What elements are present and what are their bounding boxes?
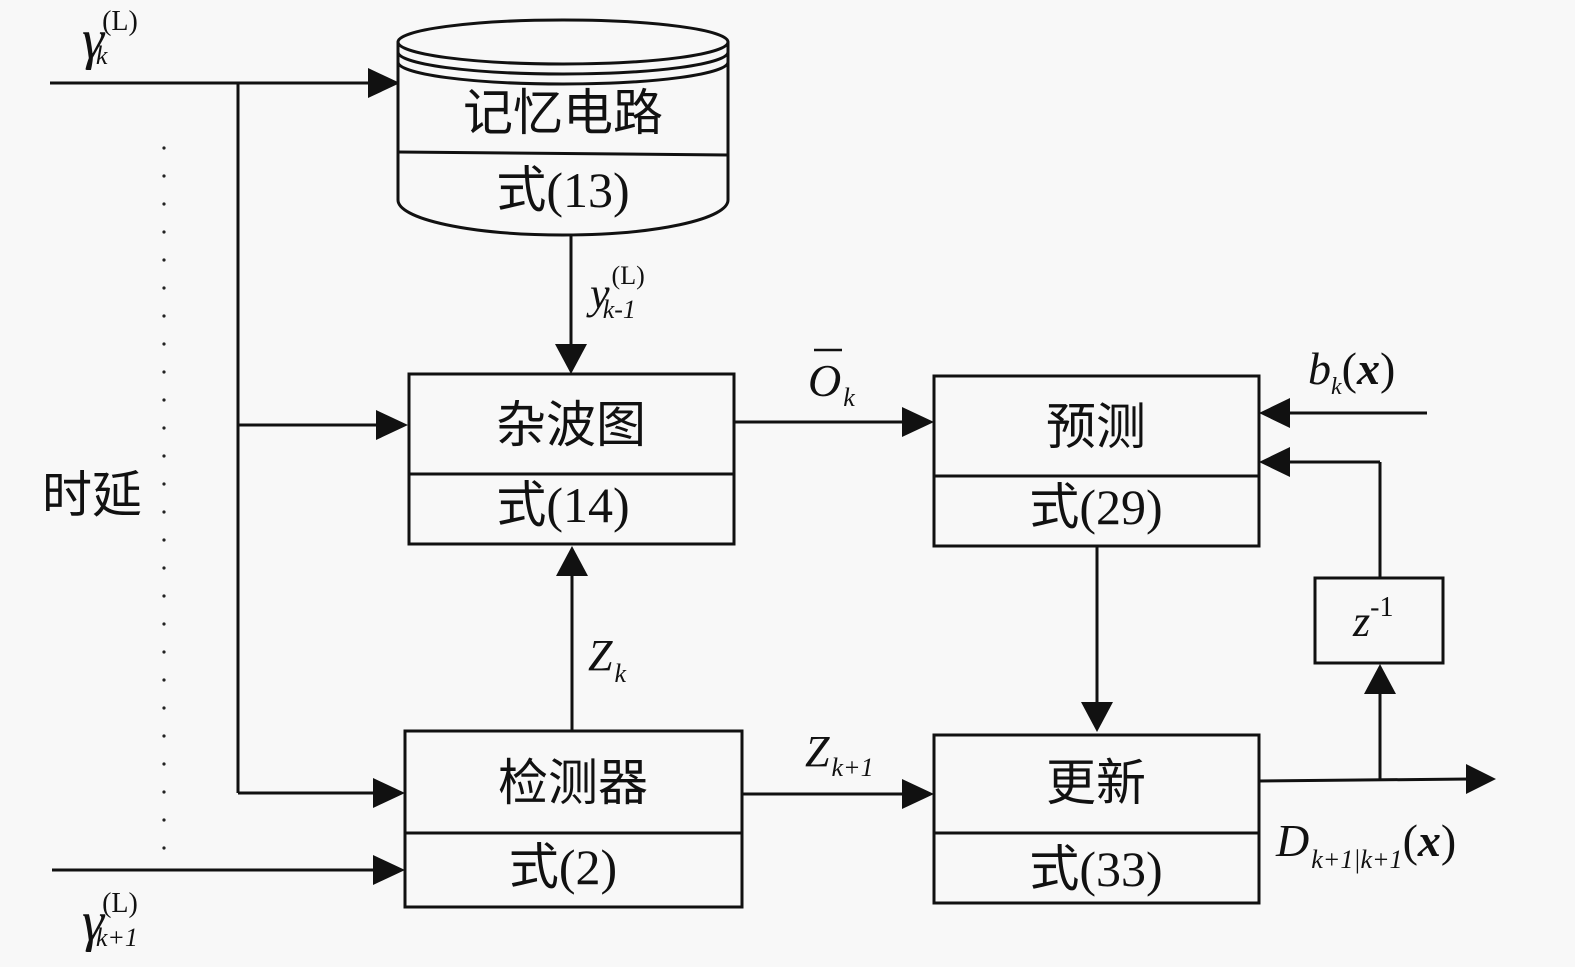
cylinder-ring xyxy=(396,61,730,86)
divider-dot xyxy=(162,426,166,430)
divider-dot xyxy=(162,398,166,402)
divider-dot xyxy=(162,286,166,290)
z-k-label: Zk xyxy=(588,631,626,688)
divider-dot xyxy=(162,202,166,206)
divider-dot xyxy=(162,510,166,514)
arrow-head xyxy=(368,68,400,98)
cylinder-top xyxy=(396,18,730,66)
arrow-head xyxy=(1466,764,1496,794)
arrow-head xyxy=(1259,398,1290,428)
divider-dot xyxy=(162,538,166,542)
gamma-k1-label: γ(L)k+1 xyxy=(82,888,138,953)
divider-dot xyxy=(162,594,166,598)
gamma-k-label: γ(L)k xyxy=(82,6,138,71)
block-frame xyxy=(407,372,736,546)
memory-block-title: 记忆电路 xyxy=(463,84,663,142)
update-block-title: 更新 xyxy=(1046,754,1146,812)
divider-dot xyxy=(162,174,166,178)
arrow-head xyxy=(376,410,408,440)
divider-dot xyxy=(162,818,166,822)
arrow-head xyxy=(1364,664,1396,694)
arrow-head xyxy=(373,778,405,808)
clutter-map-block: 杂波图 式(14) xyxy=(407,372,736,546)
divider-dot xyxy=(162,762,166,766)
divider-dot xyxy=(162,342,166,346)
update-block: 更新 式(33) xyxy=(932,733,1261,905)
predict-block: 预测 式(29) xyxy=(932,374,1261,548)
detector-block-equation: 式(2) xyxy=(509,839,617,895)
z-k1-label: Zk+1 xyxy=(805,727,874,782)
divider-dot xyxy=(162,230,166,234)
arrow-head xyxy=(373,855,405,885)
predict-block-equation: 式(29) xyxy=(1029,479,1162,535)
bk-x-label: bk(x) xyxy=(1308,343,1395,400)
divider-dot xyxy=(162,566,166,570)
divider-dot xyxy=(162,790,166,794)
memory-block-equation: 式(13) xyxy=(496,162,629,218)
divider-dot xyxy=(162,146,166,150)
time-delay-divider xyxy=(162,146,166,850)
o-bar-k-label: Ok xyxy=(808,348,855,412)
divider-dot xyxy=(162,650,166,654)
block-frame xyxy=(1313,576,1445,665)
cylinder-ring xyxy=(396,51,730,76)
clutter-block-equation: 式(14) xyxy=(496,477,629,533)
block-frame xyxy=(403,729,744,909)
block-divider xyxy=(397,150,729,157)
memory-circuit-block: 记忆电路 式(13) xyxy=(396,18,730,237)
divider-dot xyxy=(162,370,166,374)
predict-block-title: 预测 xyxy=(1046,398,1146,456)
arrow-head xyxy=(1081,702,1113,732)
arrow-head xyxy=(556,546,588,576)
arrow-head xyxy=(902,779,934,809)
divider-dot xyxy=(162,622,166,626)
divider-dot xyxy=(162,314,166,318)
divider-dot xyxy=(162,482,166,486)
cylinder-body xyxy=(396,42,730,237)
detector-block: 检测器 式(2) xyxy=(403,729,744,909)
divider-dot xyxy=(162,258,166,262)
divider-dot xyxy=(162,846,166,850)
arrow-head xyxy=(555,344,587,374)
d-output-label: Dk+1|k+1(x) xyxy=(1275,815,1456,874)
delay-label: z-1 xyxy=(1352,592,1393,646)
update-block-equation: 式(33) xyxy=(1029,841,1162,897)
y-km1-label: y(L)k-1 xyxy=(586,261,645,324)
detector-block-title: 检测器 xyxy=(498,754,648,812)
block-frame xyxy=(932,733,1261,905)
divider-dot xyxy=(162,454,166,458)
output-line xyxy=(1258,777,1471,783)
time-delay-label: 时延 xyxy=(42,466,142,524)
divider-dot xyxy=(162,706,166,710)
arrow-head xyxy=(902,407,934,437)
svg-text:Ok: Ok xyxy=(808,355,855,412)
arrow-head xyxy=(1259,447,1290,477)
clutter-block-title: 杂波图 xyxy=(496,396,646,454)
delay-block: z-1 xyxy=(1313,576,1445,665)
block-frame xyxy=(932,374,1261,548)
divider-dot xyxy=(162,678,166,682)
divider-dot xyxy=(162,734,166,738)
